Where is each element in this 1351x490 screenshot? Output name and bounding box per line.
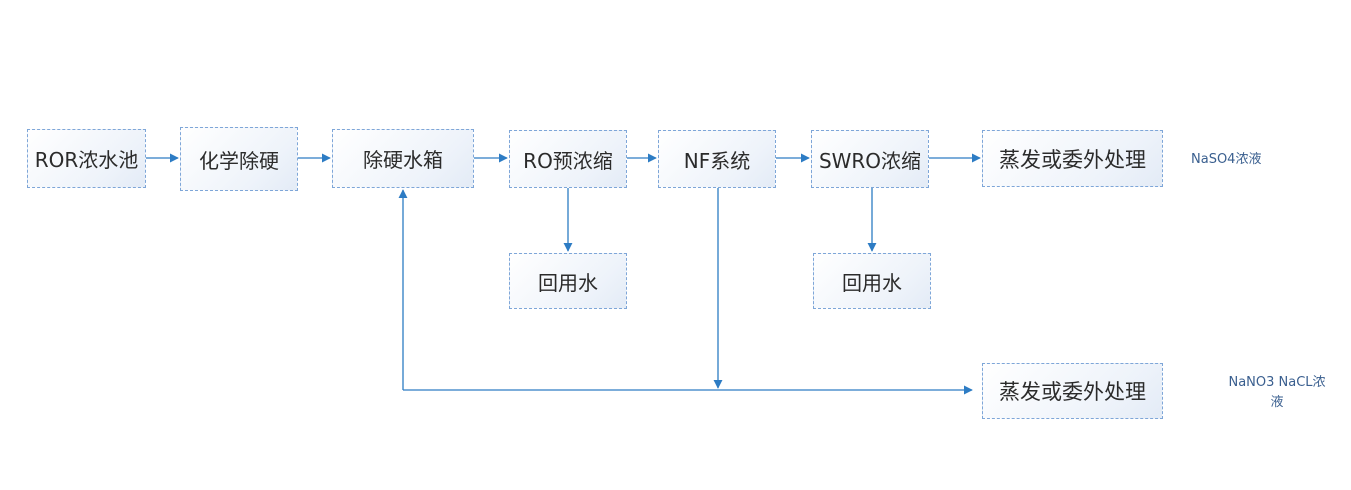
note-nano3-nacl: NaNO3 NaCL浓 液 xyxy=(1222,373,1332,413)
node-swro-conc: SWRO浓缩 xyxy=(811,130,929,188)
node-evap-1: 蒸发或委外处理 xyxy=(982,130,1163,187)
node-nf-system: NF系统 xyxy=(658,130,776,188)
node-chem-softening: 化学除硬 xyxy=(180,127,298,191)
note-nano3-line1: NaNO3 NaCL浓 xyxy=(1228,375,1326,390)
node-reuse-2: 回用水 xyxy=(813,253,931,309)
node-reuse-1: 回用水 xyxy=(509,253,627,309)
node-ror-pool: ROR浓水池 xyxy=(27,129,146,188)
node-evap-2: 蒸发或委外处理 xyxy=(982,363,1163,419)
note-nano3-line2: 液 xyxy=(1270,395,1284,410)
note-naso4: NaSO4浓液 xyxy=(1191,152,1262,167)
node-soft-water-tank: 除硬水箱 xyxy=(332,129,474,188)
node-ro-preconc: RO预浓缩 xyxy=(509,130,627,188)
